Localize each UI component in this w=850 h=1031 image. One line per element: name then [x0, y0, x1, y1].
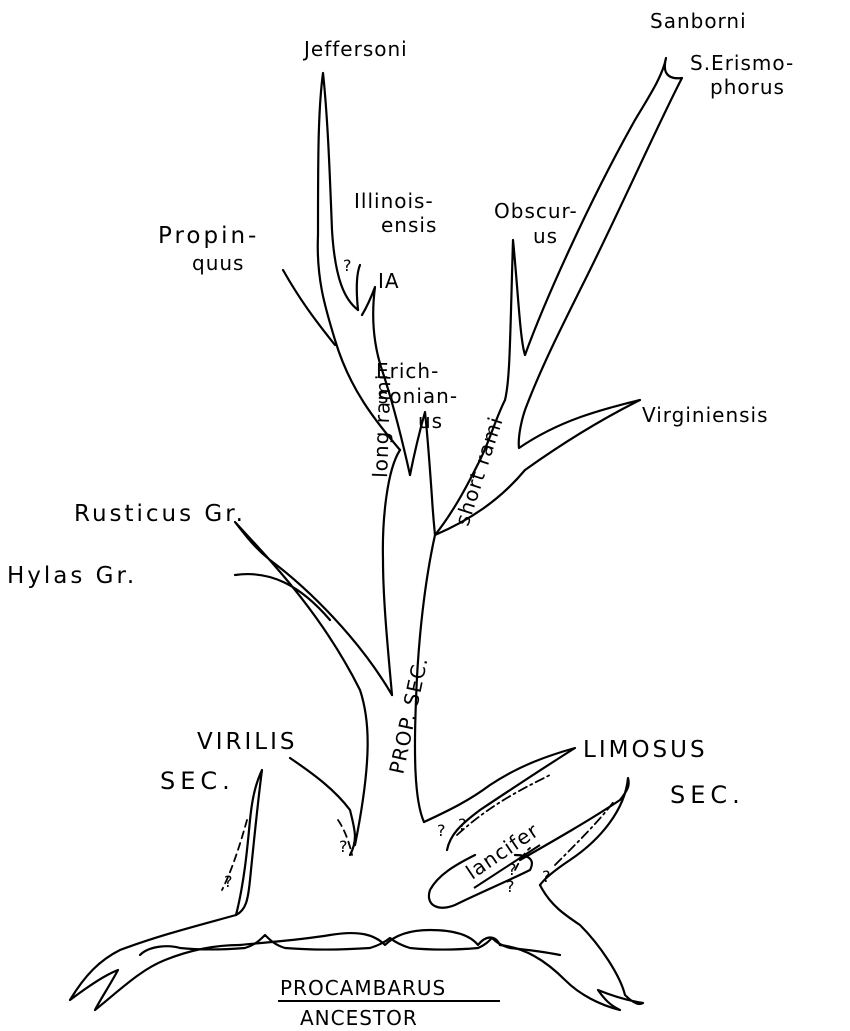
base-scallops-outline	[240, 930, 500, 945]
trunk-left-outline	[383, 450, 400, 695]
label-hylas-group: Hylas Gr.	[7, 563, 137, 589]
label-jeffersoni: Jeffersoni	[302, 37, 408, 61]
label-ia: IA	[378, 269, 400, 293]
question-mark-lancifer-lower: ?	[506, 877, 515, 896]
base-brace-outline	[140, 935, 560, 955]
label-ancestor: ANCESTOR	[300, 1006, 418, 1030]
label-illinoisensis-2: ensis	[381, 213, 437, 237]
root-left-outline	[70, 915, 240, 1010]
label-limosus-2: SEC.	[670, 781, 745, 809]
label-propinquus-1: Propin-	[158, 223, 259, 249]
label-erismophorus-1: S.Erismo-	[690, 51, 794, 75]
label-limosus-1: LIMOSUS	[583, 737, 708, 763]
propinquus-branch-outline	[283, 270, 335, 345]
label-obscurus-1: Obscur-	[494, 199, 578, 223]
root-right-outline	[500, 885, 643, 1010]
question-mark-limosus-upper: ?	[458, 815, 467, 834]
label-sanborni: Sanborni	[650, 9, 747, 33]
label-long-rami: long rami	[368, 373, 396, 478]
label-procambarus: PROCAMBARUS	[280, 976, 446, 1000]
label-erismophorus-2: phorus	[710, 75, 785, 99]
limosus-upper-dashed-link	[457, 775, 550, 835]
label-prop-sec: PROP. SEC.	[384, 655, 432, 776]
question-mark-virilis-arm: ?	[339, 837, 348, 856]
limosus-upper-branch-outline	[424, 748, 575, 850]
question-mark-virilis: ?	[224, 872, 233, 891]
label-virilis-2: SEC.	[160, 767, 235, 795]
label-propinquus-2: quus	[192, 251, 244, 275]
question-mark-illinoisensis: ?	[343, 256, 352, 275]
label-erichsonianus-3: us	[418, 409, 443, 433]
label-rusticus-group: Rusticus Gr.	[74, 501, 246, 527]
label-obscurus-2: us	[533, 224, 558, 248]
label-virilis-1: VIRILIS	[197, 729, 297, 755]
question-mark-limosus-left: ?	[437, 821, 446, 840]
label-virginiensis: Virginiensis	[642, 403, 769, 427]
question-mark-limosus-lower: ?	[542, 867, 551, 886]
label-illinoisensis-1: Illinois-	[354, 189, 434, 213]
